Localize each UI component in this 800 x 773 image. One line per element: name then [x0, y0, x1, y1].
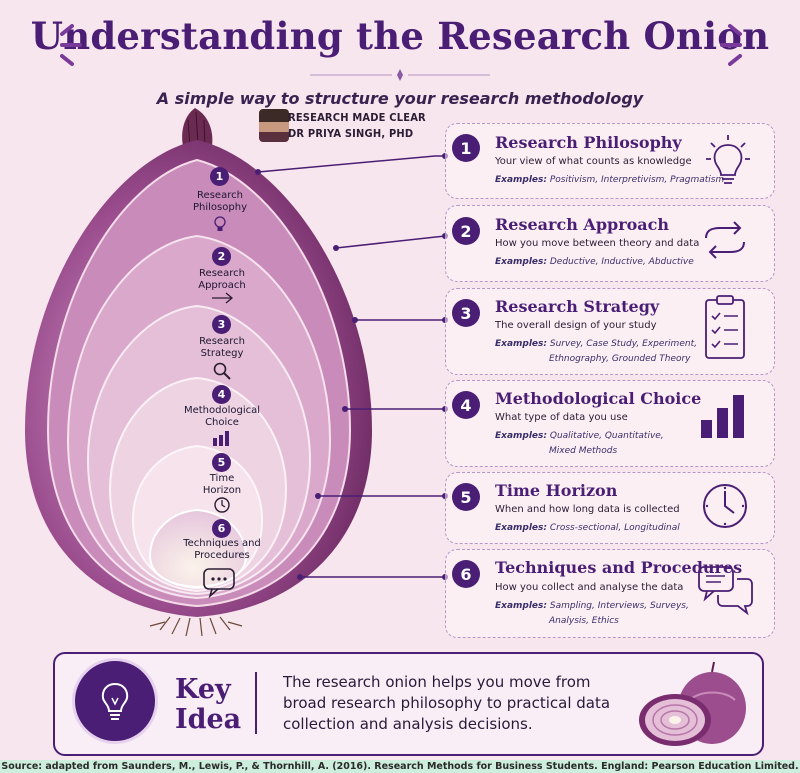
card-1-title: Research Philosophy	[495, 133, 682, 152]
sparkle-left-icon	[60, 24, 82, 66]
card-4-bar-chart-icon	[701, 395, 744, 438]
key-idea-badge	[72, 658, 158, 744]
layer-1-number: 1	[210, 167, 229, 186]
layer-5-number: 5	[212, 453, 231, 472]
layer-2-number: 2	[212, 247, 231, 266]
card-2-title: Research Approach	[495, 215, 670, 234]
layer-4-bar-chart-icon	[213, 431, 229, 446]
card-5-description: When and how long data is collected	[495, 504, 680, 515]
card-4-number-badge: 4	[452, 391, 480, 419]
card-1-lightbulb-icon	[706, 135, 750, 184]
card-3-title: Research Strategy	[495, 297, 660, 316]
card-3-description: The overall design of your study	[495, 320, 657, 331]
card-5-examples: Examples: Cross-sectional, Longitudinal	[495, 523, 680, 533]
card-3-clipboard-checklist-icon	[705, 295, 745, 359]
layer-2-arrow-right-icon	[212, 292, 234, 304]
card-4-examples: Examples: Qualitative, Quantitative,Mixe…	[495, 431, 664, 456]
card-4-title: Methodological Choice	[495, 389, 702, 408]
card-2-description: How you move between theory and data	[495, 238, 700, 249]
card-1-examples: Examples: Positivism, Interpretivism, Pr…	[495, 175, 725, 185]
card-1-description: Your view of what counts as knowledge	[495, 156, 692, 167]
card-4-description: What type of data you use	[495, 412, 628, 423]
sparkle-right-icon	[720, 24, 742, 66]
layer-4-number: 4	[212, 385, 231, 404]
card-research-philosophy	[445, 123, 775, 199]
layer-3-number: 3	[212, 315, 231, 334]
onion-roots	[149, 616, 243, 637]
card-6-title: Techniques and Procedures	[495, 558, 743, 577]
author-name: DR PRIYA SINGH, PHD	[288, 127, 414, 140]
source-citation: Source: adapted from Saunders, M., Lewis…	[0, 760, 800, 773]
key-idea-panel	[53, 652, 764, 756]
card-3-number-badge: 3	[452, 299, 480, 327]
card-6-number-badge: 6	[452, 560, 480, 588]
card-6-chat-bubbles-icon	[698, 566, 753, 616]
layer-1-lightbulb-icon	[214, 216, 226, 231]
card-5-number-badge: 5	[452, 483, 480, 511]
card-research-approach	[445, 205, 775, 282]
card-2-number-badge: 2	[452, 217, 480, 245]
onion-halves-illustration	[639, 661, 746, 746]
card-3-examples: Examples: Survey, Case Study, Experiment…	[495, 339, 697, 364]
card-2-examples: Examples: Deductive, Inductive, Abductiv…	[495, 257, 694, 267]
key-idea-lightbulb-icon	[101, 682, 129, 720]
connector-lines	[257, 155, 446, 578]
title-divider	[310, 69, 490, 81]
author-avatar	[259, 109, 289, 142]
card-1-number-badge: 1	[452, 134, 480, 162]
brand-label: RESEARCH MADE CLEAR	[288, 111, 426, 124]
page-title: Understanding the Research Onion	[30, 14, 770, 58]
key-idea-text: The research onion helps you move from b…	[283, 673, 611, 733]
card-2-cycle-arrows-icon	[705, 221, 745, 259]
card-time-horizon	[445, 472, 775, 544]
card-6-examples: Examples: Sampling, Interviews, Surveys,…	[495, 601, 689, 626]
card-6-description: How you collect and analyse the data	[495, 582, 684, 593]
layer-5-clock-icon	[214, 497, 230, 513]
page-subtitle: A simple way to structure your research …	[156, 89, 644, 108]
layer-3-magnifier-icon	[213, 362, 231, 380]
layer-6-number: 6	[212, 519, 231, 538]
card-5-title: Time Horizon	[495, 481, 618, 500]
card-techniques-procedures	[445, 549, 775, 638]
key-idea-divider	[255, 672, 257, 734]
card-5-clock-icon	[703, 484, 747, 528]
layer-6-chat-bubble-icon	[203, 568, 235, 599]
